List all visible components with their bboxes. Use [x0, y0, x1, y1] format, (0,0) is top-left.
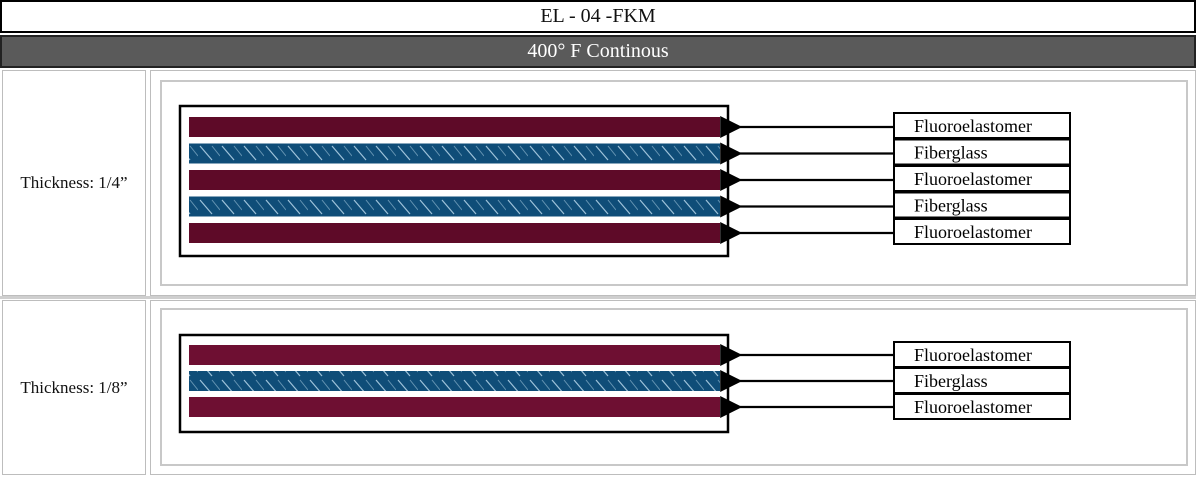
layer-label: Fluoroelastomer: [914, 169, 1032, 189]
layer-label-box: [893, 191, 1071, 219]
layer-label: Fluoroelastomer: [914, 345, 1032, 365]
page-title-text: EL - 04 -FKM: [540, 5, 656, 27]
thickness-label-1: Thickness: 1/4”: [20, 173, 128, 192]
fluoroelastomer-layer: [189, 117, 720, 137]
layer-label-box: [893, 341, 1071, 368]
fiberglass-layer: [189, 371, 720, 391]
layer-label-box: [893, 393, 1071, 420]
diagram-frame-1: [160, 80, 1188, 286]
layer-label-box: [893, 218, 1071, 245]
row-divider: [0, 296, 1196, 299]
layer-label: Fiberglass: [914, 196, 988, 216]
layer-label: Fiberglass: [914, 143, 988, 163]
fluoroelastomer-layer: [189, 170, 720, 190]
layer-stack-1: FluoroelastomerFiberglassFluoroelastomer…: [178, 104, 1071, 258]
temperature-rating-text: 400° F Continous: [527, 40, 669, 62]
layer-label-box: [893, 367, 1071, 394]
layer-label-box: [893, 112, 1071, 139]
layer-label: Fluoroelastomer: [914, 116, 1032, 136]
thickness-cell-2: Thickness: 1/8”: [2, 300, 146, 475]
fluoroelastomer-layer: [189, 223, 720, 243]
layer-label-box: [893, 165, 1071, 192]
page-title: EL - 04 -FKM: [0, 0, 1196, 33]
fiberglass-layer: [189, 196, 720, 217]
diagram-frame-2: [160, 308, 1188, 466]
thickness-cell-1: Thickness: 1/4”: [2, 70, 146, 296]
layer-label: Fluoroelastomer: [914, 397, 1032, 417]
layer-label: Fluoroelastomer: [914, 222, 1032, 242]
fiberglass-layer: [189, 143, 720, 164]
layer-label-box: [893, 138, 1071, 166]
layer-label: Fiberglass: [914, 371, 988, 391]
fluoroelastomer-layer: [189, 345, 720, 365]
thickness-label-2: Thickness: 1/8”: [20, 377, 128, 397]
temperature-rating-bar: 400° F Continous: [0, 35, 1196, 68]
fluoroelastomer-layer: [189, 397, 720, 417]
